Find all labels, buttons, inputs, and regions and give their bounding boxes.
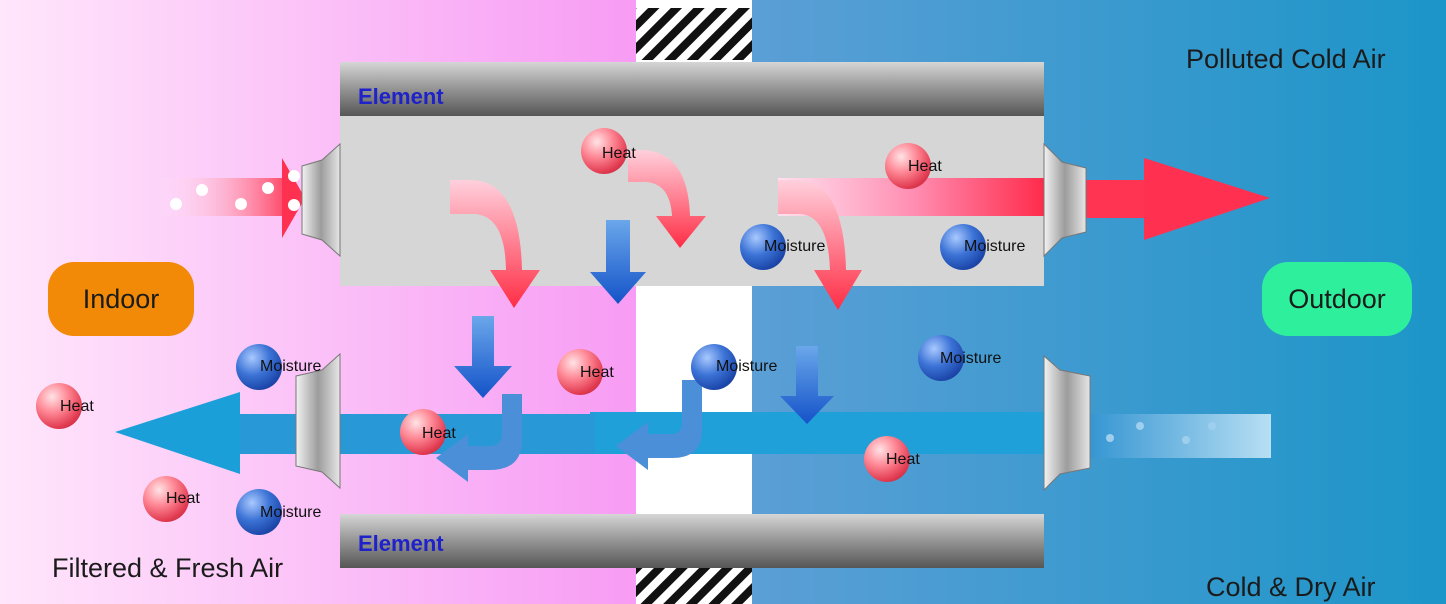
air-dot [170, 198, 182, 210]
exhaust-duct-outside [1082, 180, 1146, 218]
exhaust-arrowhead [1144, 158, 1270, 240]
moisture-transfer-arrow [590, 220, 646, 304]
element-bar-top [340, 62, 1044, 116]
moisture-ball [236, 344, 282, 390]
moisture-transfer-arrow [454, 316, 512, 398]
air-dot [235, 198, 247, 210]
heat-ball [557, 349, 603, 395]
element-label-bottom: Element [358, 531, 444, 556]
indoor-pill: Indoor [48, 262, 194, 336]
heat-ball [400, 409, 446, 455]
heat-text: Heat [422, 425, 456, 442]
supply-duct-outdoor [1075, 414, 1271, 458]
heat-transfer-arrow [778, 180, 862, 310]
heat-ball [143, 476, 189, 522]
moisture-ball [740, 224, 786, 270]
heat-text: Heat [60, 398, 94, 415]
air-dot [1208, 422, 1216, 430]
heat-transfer-arrow [450, 180, 540, 308]
cold-dry-air-label: Cold & Dry Air [1206, 572, 1376, 602]
moisture-text: Moisture [964, 238, 1026, 255]
wall-hatch-bottom [636, 568, 752, 604]
air-dot [1106, 434, 1114, 442]
moisture-text: Moisture [940, 350, 1002, 367]
air-dot [288, 199, 300, 211]
filtered-fresh-air-label: Filtered & Fresh Air [52, 553, 284, 583]
heat-text: Heat [166, 490, 200, 507]
supply-arrowhead [115, 392, 240, 474]
element-label-top: Element [358, 84, 444, 109]
moisture-ball [918, 335, 964, 381]
moisture-text: Moisture [764, 238, 826, 255]
moisture-transfer-arrow [780, 346, 834, 424]
moisture-ball [236, 489, 282, 535]
moisture-ball [691, 344, 737, 390]
wall-hatch-top [636, 8, 752, 60]
heat-text: Heat [580, 364, 614, 381]
heat-text: Heat [908, 158, 942, 175]
merge-arrow [436, 394, 522, 482]
supply-vent-outdoor [1043, 354, 1091, 492]
heat-ball [581, 128, 627, 174]
exhaust-inflow [155, 178, 295, 216]
heat-ball [864, 436, 910, 482]
air-dot [1136, 422, 1144, 430]
supply-vent-indoor [295, 352, 341, 490]
outdoor-pill: Outdoor [1262, 262, 1412, 336]
air-dot [1182, 436, 1190, 444]
merge-arrow [616, 380, 702, 470]
moisture-text: Moisture [260, 504, 322, 521]
heat-transfer-arrow [628, 150, 706, 248]
exhaust-vent-outdoor [1043, 142, 1087, 258]
heat-text: Heat [886, 451, 920, 468]
heat-text: Heat [602, 145, 636, 162]
exhaust-vent-indoor [301, 142, 341, 258]
air-dot [196, 184, 208, 196]
moisture-text: Moisture [260, 358, 322, 375]
heat-ball [36, 383, 82, 429]
exhaust-inflow-head [282, 158, 305, 238]
air-dot [262, 182, 274, 194]
element-bar-bottom [340, 514, 1044, 568]
moisture-ball [940, 224, 986, 270]
moisture-text: Moisture [716, 358, 778, 375]
polluted-cold-air-label: Polluted Cold Air [1186, 44, 1386, 74]
air-dot [288, 170, 300, 182]
heat-ball [885, 143, 931, 189]
